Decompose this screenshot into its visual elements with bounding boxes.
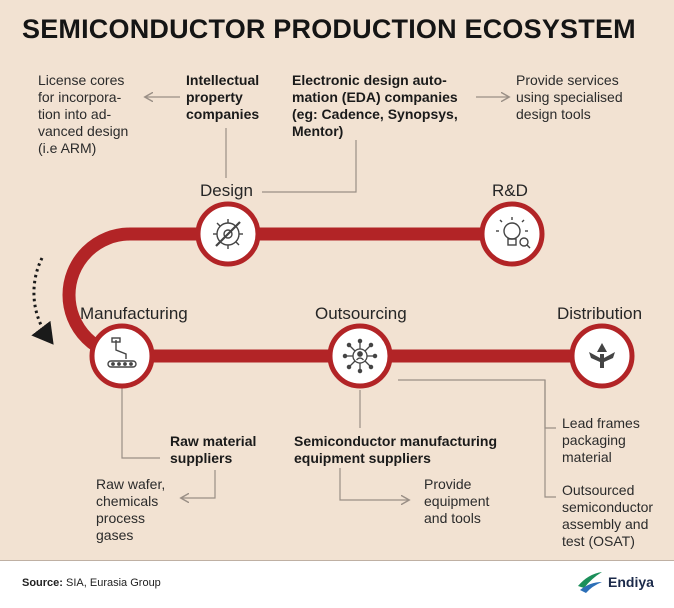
split-arrows-icon — [589, 343, 615, 368]
manufacturing-node — [89, 323, 155, 389]
stage-label-rnd: R&D — [492, 181, 528, 200]
brand-name: Endiya — [608, 574, 654, 590]
source-label: Source: — [22, 577, 63, 589]
lead-frames-note: Lead frames packaging material — [562, 415, 640, 465]
license-cores-note: License cores for incorpora- tion into a… — [38, 72, 129, 156]
flow-direction-arrow — [31, 257, 54, 345]
equipment-suppliers-label: Semiconductor manufacturing equipment su… — [294, 433, 498, 466]
provide-equipment-note: Provide equipment and tools — [424, 476, 490, 526]
connector-outsourcing-to-osat — [398, 379, 556, 498]
design-services-note: Provide services using specialised desig… — [516, 72, 623, 122]
connector-mfg-to-raw — [121, 384, 160, 459]
footer-divider — [0, 560, 674, 561]
gear-pencil-icon — [213, 219, 243, 249]
lightbulb-icon — [496, 217, 531, 249]
raw-materials-note: Raw wafer, chemicals process gases — [96, 476, 166, 543]
source-text: SIA, Eurasia Group — [66, 577, 161, 589]
connector-lines — [121, 97, 556, 500]
eda-companies-label: Electronic design auto- mation (EDA) com… — [292, 72, 458, 139]
connector-equipment-to-provide — [339, 468, 408, 500]
network-person-icon — [342, 338, 378, 374]
raw-material-suppliers-label: Raw material suppliers — [170, 433, 257, 466]
connector-raw-to-materials — [182, 470, 216, 498]
stage-label-distribution: Distribution — [557, 304, 643, 323]
stage-label-manufacturing: Manufacturing — [80, 304, 188, 323]
endiya-logo-icon — [578, 572, 602, 593]
ip-companies-label: Intellectual property companies — [186, 72, 260, 122]
footer — [0, 561, 674, 608]
source-credit: Source: SIA, Eurasia Group — [22, 577, 161, 589]
osat-note: Outsourced semiconductor assembly and te… — [562, 482, 654, 549]
outsourcing-node — [327, 323, 393, 389]
stage-label-design: Design — [200, 181, 253, 200]
design-node — [195, 201, 261, 267]
page-title: SEMICONDUCTOR PRODUCTION ECOSYSTEM — [22, 14, 636, 44]
connector-distribution-to-lead — [544, 380, 556, 429]
connector-eda-to-design — [262, 140, 357, 193]
robotic-arm-conveyor-icon — [107, 337, 137, 368]
stage-label-outsourcing: Outsourcing — [315, 304, 407, 323]
rnd-node — [479, 201, 545, 267]
distribution-node — [569, 323, 635, 389]
